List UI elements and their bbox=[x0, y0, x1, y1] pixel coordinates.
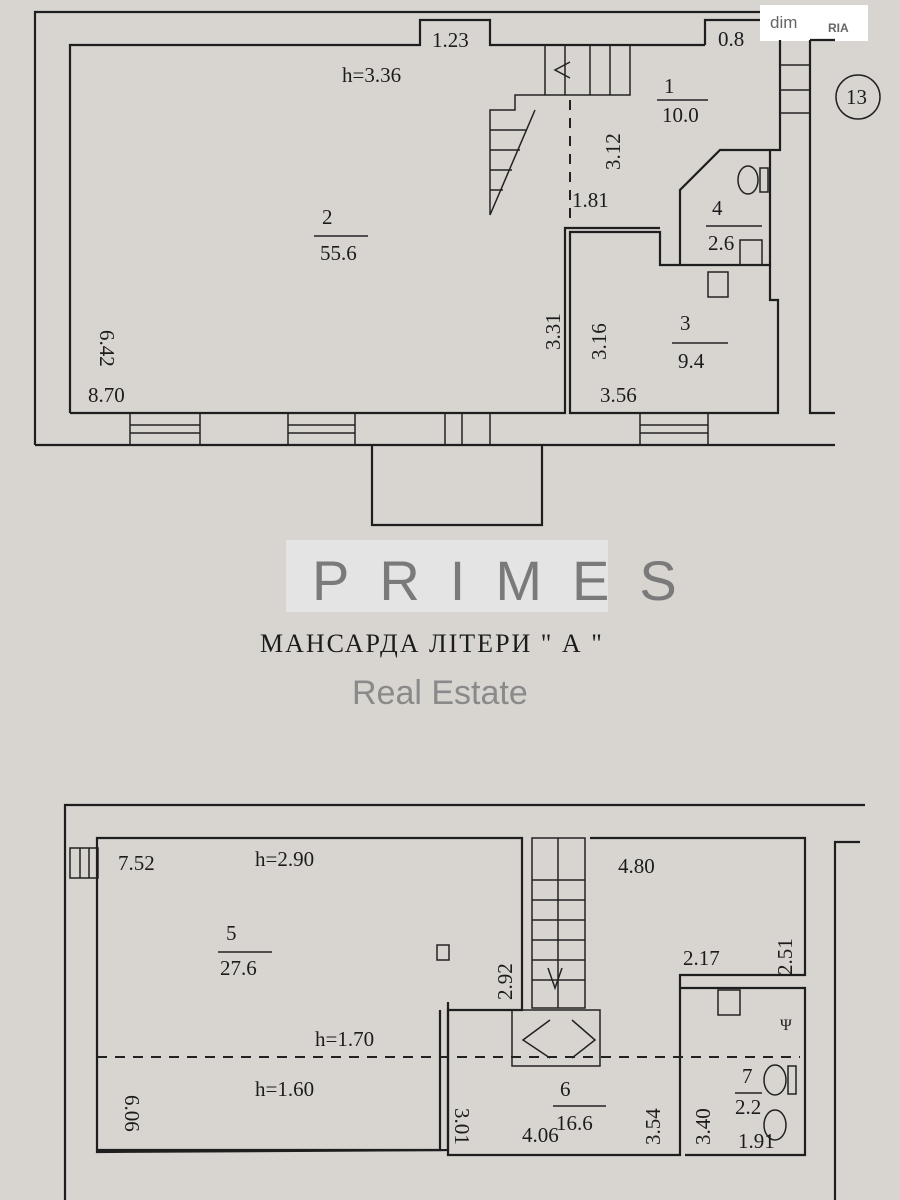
svg-text:2.6: 2.6 bbox=[708, 231, 734, 255]
windows bbox=[129, 412, 709, 446]
svg-text:6: 6 bbox=[560, 1077, 571, 1101]
room-2-label: 2 55.6 bbox=[314, 205, 368, 265]
upper-plan: 13 h=3.36 1.23 0.8 3.12 1.81 6.42 3.31 3… bbox=[33, 10, 881, 527]
side-steps bbox=[69, 847, 99, 879]
porch bbox=[370, 445, 544, 527]
dimension: 6.42 bbox=[95, 330, 119, 367]
room-3-label: 3 9.4 bbox=[672, 311, 728, 373]
svg-text:7: 7 bbox=[742, 1064, 753, 1088]
svg-text:PRIMES: PRIMES bbox=[312, 549, 707, 612]
room-height: h=1.70 bbox=[315, 1027, 374, 1051]
dimension: 8.70 bbox=[88, 383, 125, 407]
svg-text:2: 2 bbox=[322, 205, 333, 229]
lower-plan: Ψ h=2.90 h=1.70 h=1.60 7.52 4.80 2.92 2.… bbox=[63, 803, 865, 1200]
dimension: 1.23 bbox=[432, 28, 469, 52]
dimension: 2.17 bbox=[683, 946, 720, 970]
right-wall bbox=[808, 38, 835, 415]
svg-text:27.6: 27.6 bbox=[220, 956, 257, 980]
dimension: 3.16 bbox=[587, 323, 611, 360]
svg-text:16.6: 16.6 bbox=[556, 1111, 593, 1135]
toilet-icon bbox=[763, 1064, 797, 1096]
right-wall bbox=[833, 840, 860, 1200]
dimension: 3.12 bbox=[601, 133, 625, 170]
svg-text:3: 3 bbox=[680, 311, 691, 335]
building-number-circle bbox=[835, 74, 881, 120]
svg-text:2.2: 2.2 bbox=[735, 1095, 761, 1119]
entrance-steps bbox=[780, 64, 810, 114]
room-5-wall bbox=[95, 836, 524, 1154]
staircase bbox=[489, 45, 631, 216]
room-4-label: 4 2.6 bbox=[706, 196, 762, 255]
building-number: 13 bbox=[846, 85, 867, 109]
sink-icon bbox=[707, 239, 763, 298]
room-5-label: 5 27.6 bbox=[218, 921, 272, 980]
dimension: 3.54 bbox=[641, 1108, 665, 1145]
column-icon bbox=[436, 944, 450, 961]
room-6-label: 6 16.6 bbox=[553, 1077, 606, 1135]
svg-text:5: 5 bbox=[226, 921, 237, 945]
toilet-icon bbox=[737, 165, 769, 195]
svg-text:4: 4 bbox=[712, 196, 723, 220]
svg-text:9.4: 9.4 bbox=[678, 349, 705, 373]
dimension: 1.91 bbox=[738, 1129, 775, 1153]
staircase bbox=[511, 837, 601, 1067]
svg-text:1: 1 bbox=[664, 74, 675, 98]
shower-icon: Ψ bbox=[780, 1017, 792, 1034]
room-height: h=3.36 bbox=[342, 63, 401, 87]
dimension: 3.40 bbox=[691, 1108, 715, 1145]
bidet-icon bbox=[763, 1109, 787, 1141]
dimension: 7.52 bbox=[118, 851, 155, 875]
room-2-wall bbox=[68, 18, 630, 413]
logo-dim: dim bbox=[770, 13, 797, 32]
svg-text:10.0: 10.0 bbox=[662, 103, 699, 127]
dim-ria-logo: dim RIA bbox=[760, 5, 868, 41]
dimension: 1.81 bbox=[572, 188, 609, 212]
svg-text:55.6: 55.6 bbox=[320, 241, 357, 265]
outer-wall bbox=[33, 10, 835, 447]
dimension: 4.80 bbox=[618, 854, 655, 878]
dimension: 0.8 bbox=[718, 27, 744, 51]
room-1-label: 1 10.0 bbox=[657, 74, 708, 127]
upper-right-room-wall bbox=[590, 836, 807, 988]
room-7-label: 7 2.2 bbox=[735, 1064, 762, 1119]
room-height: h=1.60 bbox=[255, 1077, 314, 1101]
outer-wall bbox=[63, 803, 865, 1200]
dimension: 3.31 bbox=[541, 313, 565, 350]
dimension: 3.56 bbox=[600, 383, 637, 407]
room-height: h=2.90 bbox=[255, 847, 314, 871]
floor-caption: МАНСАРДА ЛІТЕРИ " А " bbox=[260, 629, 604, 658]
primes-watermark: PRIMES bbox=[286, 540, 707, 612]
dimension: 4.06 bbox=[522, 1123, 559, 1147]
dimension: 2.92 bbox=[493, 963, 517, 1000]
sink-icon bbox=[717, 989, 741, 1016]
dimension: 2.51 bbox=[773, 938, 797, 975]
dimension: 6.06 bbox=[120, 1095, 144, 1132]
dimension: 3.01 bbox=[450, 1108, 474, 1145]
logo-ria: RIA bbox=[828, 21, 849, 35]
watermark-subtitle: Real Estate bbox=[352, 674, 528, 712]
